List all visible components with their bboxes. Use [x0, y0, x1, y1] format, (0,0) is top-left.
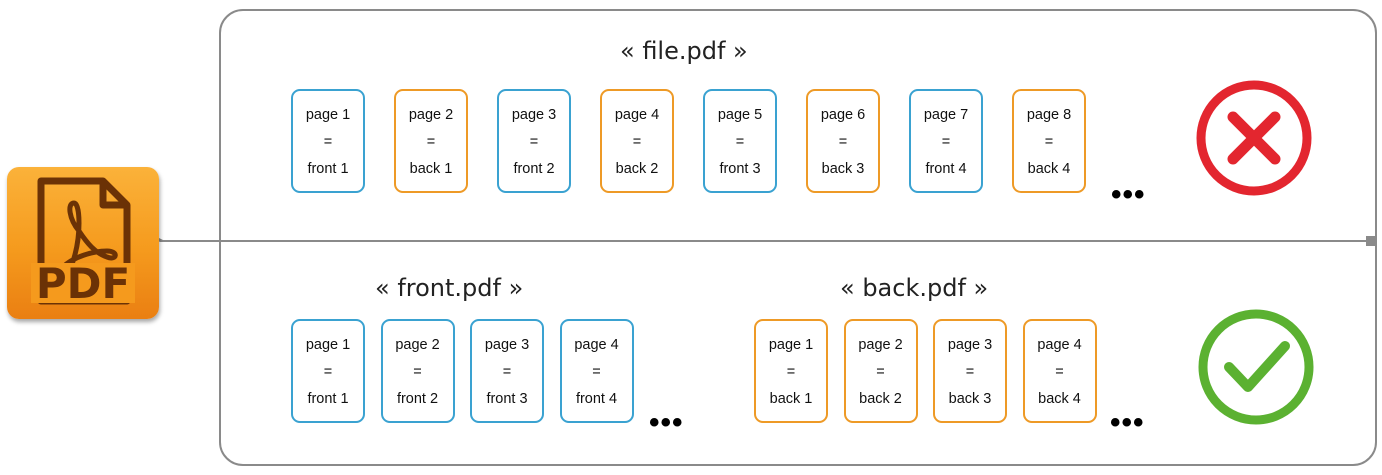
page-box: page 8 = back 4: [1012, 89, 1086, 193]
equals-sign: =: [941, 134, 951, 150]
page-side-label: front 4: [925, 161, 967, 177]
page-number-label: page 1: [768, 337, 814, 353]
front-pdf-label: « front.pdf »: [375, 274, 524, 302]
equals-sign: =: [502, 364, 512, 380]
page-box: page 4 = back 2: [600, 89, 674, 193]
page-side-label: back 2: [615, 161, 659, 177]
more-pages-ellipsis: •••: [1111, 178, 1146, 211]
page-box: page 4 = back 4: [1022, 319, 1097, 423]
page-number-label: page 2: [858, 337, 903, 353]
page-number-label: page 1: [305, 107, 351, 123]
success-check-icon: [1198, 309, 1314, 425]
connector-end-cap: [1366, 236, 1375, 246]
page-box: page 3 = back 3: [933, 319, 1007, 423]
page-side-label: front 1: [307, 161, 349, 177]
equals-sign: =: [786, 364, 796, 380]
equals-sign: =: [1055, 364, 1064, 380]
equals-sign: =: [323, 364, 333, 380]
page-side-label: front 1: [307, 391, 349, 407]
page-box: page 2 = back 1: [394, 89, 468, 193]
page-number-label: page 2: [395, 337, 440, 353]
options-frame: [219, 9, 1377, 466]
page-side-label: front 4: [575, 391, 618, 407]
equals-sign: =: [323, 134, 333, 150]
page-box: page 7 = front 4: [909, 89, 983, 193]
page-number-label: page 1: [305, 337, 351, 353]
page-number-label: page 5: [717, 107, 763, 123]
equals-sign: =: [592, 364, 601, 380]
page-side-label: back 3: [821, 161, 865, 177]
page-number-label: page 3: [511, 107, 557, 123]
file-pdf-label: « file.pdf »: [620, 37, 748, 65]
page-box: page 6 = back 3: [806, 89, 880, 193]
page-number-label: page 6: [820, 107, 866, 123]
page-side-label: back 3: [948, 391, 992, 407]
page-side-label: front 2: [396, 391, 439, 407]
page-box: page 3 = front 2: [497, 89, 571, 193]
equals-sign: =: [529, 134, 539, 150]
equals-sign: =: [413, 364, 422, 380]
page-box: page 1 = front 1: [291, 89, 365, 193]
page-number-label: page 8: [1026, 107, 1072, 123]
equals-sign: =: [735, 134, 745, 150]
page-number-label: page 7: [923, 107, 969, 123]
page-side-label: back 4: [1027, 161, 1071, 177]
more-front-pages-ellipsis: •••: [649, 406, 684, 439]
page-side-label: front 3: [486, 391, 528, 407]
more-back-pages-ellipsis: •••: [1110, 406, 1145, 439]
page-side-label: front 3: [719, 161, 761, 177]
equals-sign: =: [1044, 134, 1054, 150]
page-box: page 1 = back 1: [754, 319, 828, 423]
page-number-label: page 2: [408, 107, 454, 123]
connector-arrow-start: [155, 236, 163, 244]
equals-sign: =: [876, 364, 885, 380]
page-box: page 4 = front 4: [559, 319, 634, 423]
page-number-label: page 3: [947, 337, 993, 353]
page-box: page 5 = front 3: [703, 89, 777, 193]
page-side-label: back 2: [859, 391, 902, 407]
page-side-label: back 1: [409, 161, 453, 177]
page-number-label: page 4: [574, 337, 619, 353]
error-x-icon: [1196, 80, 1312, 196]
page-side-label: back 1: [769, 391, 813, 407]
equals-sign: =: [426, 134, 436, 150]
equals-sign: =: [838, 134, 848, 150]
page-box: page 1 = front 1: [291, 319, 365, 423]
pdf-icon-label: PDF: [36, 259, 130, 308]
page-number-label: page 4: [614, 107, 660, 123]
page-number-label: page 3: [484, 337, 530, 353]
equals-sign: =: [965, 364, 975, 380]
pdf-file-icon: PDF: [7, 167, 159, 319]
page-box: page 2 = front 2: [380, 319, 455, 423]
page-box: page 3 = front 3: [470, 319, 544, 423]
back-pdf-label: « back.pdf »: [840, 274, 989, 302]
page-box: page 2 = back 2: [843, 319, 918, 423]
page-side-label: back 4: [1038, 391, 1081, 407]
option-divider-line: [160, 240, 1372, 242]
page-side-label: front 2: [513, 161, 555, 177]
page-number-label: page 4: [1037, 337, 1082, 353]
equals-sign: =: [632, 134, 642, 150]
